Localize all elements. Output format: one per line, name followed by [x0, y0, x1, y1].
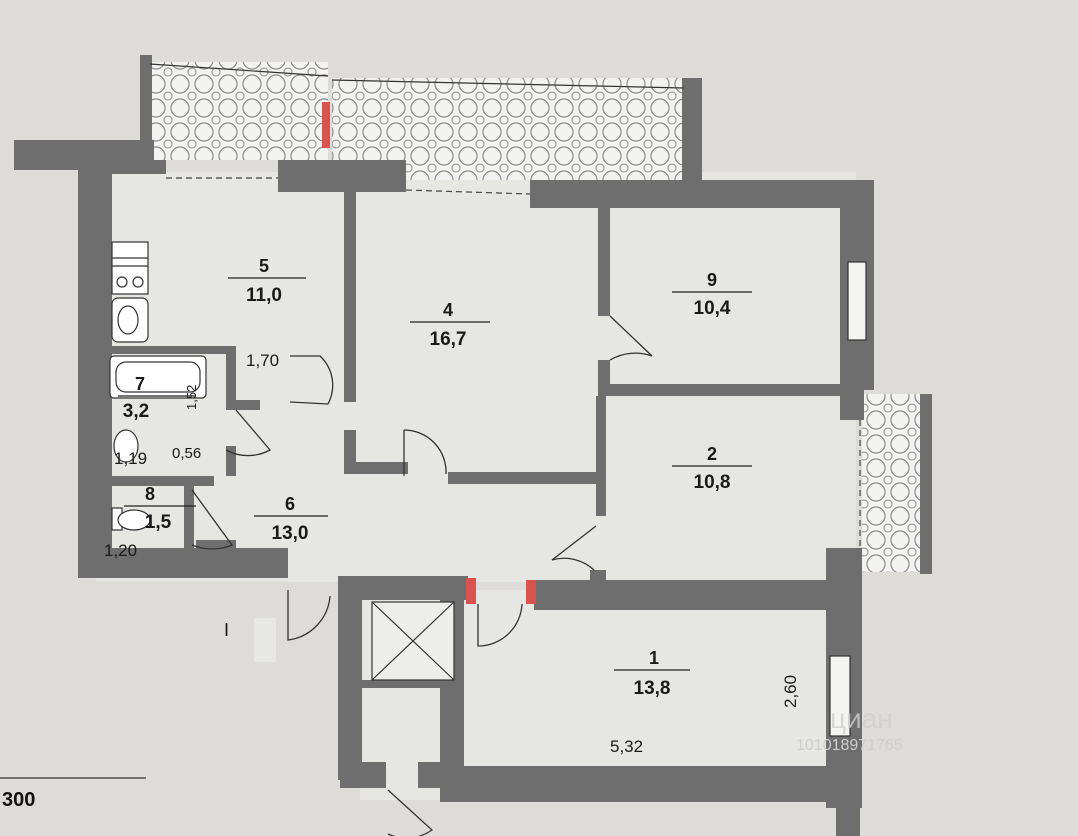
dimension-1-19: 1,19 — [114, 449, 147, 468]
bathroom-sink-icon — [113, 429, 139, 463]
room-area: 13,0 — [272, 523, 309, 544]
watermark-logo: циан — [830, 703, 893, 734]
doors — [191, 315, 653, 836]
room-7: 7 3,2 — [118, 374, 196, 422]
room-number: 4 — [443, 300, 453, 320]
smudge — [254, 618, 276, 662]
room-8: 8 1,5 — [124, 484, 196, 533]
room-number: 2 — [707, 444, 717, 464]
room-2: 2 10,8 — [672, 444, 752, 493]
elevator-shaft — [371, 601, 455, 681]
dimension-1-52: 1,52 — [184, 385, 199, 410]
room-area: 13,8 — [634, 678, 671, 699]
window-room-1 — [829, 655, 851, 737]
room-number: 1 — [649, 648, 659, 668]
window-room-9 — [847, 261, 867, 341]
stove-icon — [111, 241, 149, 295]
dimension-1-70: 1,70 — [246, 351, 279, 370]
dimension-2-60: 2,60 — [781, 675, 800, 708]
room-area: 10,4 — [694, 298, 731, 319]
room-number: 8 — [145, 484, 155, 504]
room-number: 7 — [135, 374, 145, 394]
room-5: 5 11,0 — [228, 256, 306, 306]
room-4: 4 16,7 — [410, 300, 490, 350]
dimension-0-56: 0,56 — [172, 445, 201, 462]
bathtub-icon — [109, 355, 207, 399]
red-marker-balcony — [322, 102, 330, 148]
balcony-top-left — [140, 55, 329, 160]
red-marker-right — [526, 580, 536, 604]
room-area: 3,2 — [123, 401, 149, 422]
kitchen-sink-icon — [111, 297, 149, 343]
balcony-right — [862, 394, 932, 574]
toilet-icon — [111, 507, 151, 531]
scale-label: 300 — [2, 789, 35, 811]
room-6: 6 13,0 — [254, 494, 328, 544]
room-area: 11,0 — [246, 285, 282, 306]
dimension-1-20: 1,20 — [104, 541, 137, 560]
watermark-id: 101018971765 — [796, 737, 903, 754]
opening-living-balcony — [405, 189, 531, 195]
room-9: 9 10,4 — [672, 270, 752, 319]
red-marker-left — [466, 578, 476, 604]
room-number: 9 — [707, 270, 717, 290]
dimension-5-32: 5,32 — [610, 737, 643, 756]
entrance-mark: I — [224, 620, 229, 640]
room-area: 10,8 — [694, 472, 731, 493]
room-area: 1,5 — [145, 512, 172, 533]
room-number: 5 — [259, 256, 269, 276]
room-1: 1 13,8 — [614, 648, 690, 699]
room-number: 6 — [285, 494, 295, 514]
walls — [14, 140, 874, 836]
room-area: 16,7 — [430, 329, 467, 350]
